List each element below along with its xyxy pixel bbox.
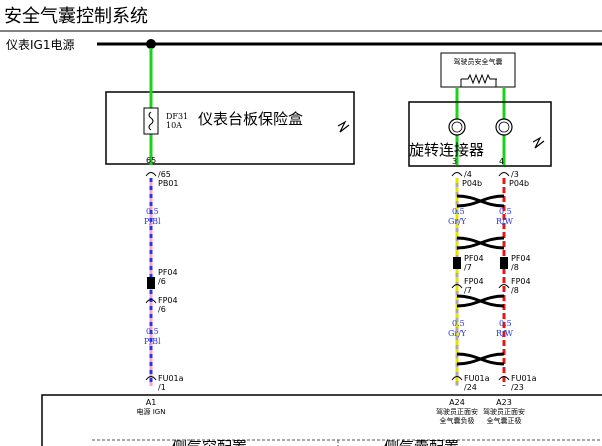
connector-arc-fuse — [145, 172, 157, 177]
wire-mid-color: Gr/Y — [448, 217, 467, 226]
wire-left-color: P/Bl — [144, 217, 161, 226]
pf04-mid-label: PF04 — [464, 254, 484, 263]
twist-mark-4 — [456, 352, 505, 366]
airbag-resistor-icon — [461, 73, 497, 85]
fu01a-right-pin: /23 — [511, 383, 524, 392]
connector-arc-fu01a-right — [498, 376, 510, 381]
fuse-box-label: 仪表台板保险盒 — [198, 110, 303, 128]
fuse-box-lightning-icon — [337, 120, 350, 133]
connector-pf04-right — [500, 257, 508, 269]
fuse-out-pin: 65 — [146, 156, 156, 165]
pf04-right-label: PF04 — [511, 254, 531, 263]
pf04-right-pin: /8 — [511, 263, 519, 272]
twist-mark-2 — [456, 236, 505, 250]
wire-mid-color-2: Gr/Y — [448, 329, 467, 338]
connector-arc-fp04-right — [498, 284, 510, 289]
wire-right-color: R/W — [496, 217, 514, 226]
fu01a-right-label: FU01a — [511, 374, 537, 383]
module-pin-a23-desc-2: 全气囊正极 — [487, 416, 522, 425]
fp04-mid-label: FP04 — [464, 277, 484, 286]
wire-right-gauge-2: 0.5 — [499, 319, 512, 328]
module-pin-a24: A24 — [449, 398, 465, 407]
wire-left-gauge-2: 0.5 — [146, 327, 159, 336]
cs-left-pin-ref: /4 — [464, 170, 472, 179]
clock-spring-coil-right — [495, 118, 513, 136]
cs-right-conn: P04b — [509, 179, 529, 188]
module-bottom-left-label: 侧气帘配置 — [172, 438, 247, 446]
fuse-symbol — [143, 107, 159, 135]
connector-arc-fu01a-left — [145, 376, 157, 381]
clock-spring-coil-right-inner — [498, 121, 510, 133]
fp04-left-pin: /6 — [158, 305, 166, 314]
driver-airbag-label: 驾驶员安全气囊 — [454, 57, 503, 66]
pf04-left-label: PF04 — [158, 268, 178, 277]
fu01a-mid-pin: /24 — [464, 383, 477, 392]
connector-pf04-left — [147, 277, 155, 289]
fuse-out-conn: /65 — [158, 170, 171, 179]
wire-left-gauge: 0.5 — [146, 207, 159, 216]
module-pin-a23-desc-1: 驾驶员正面安 — [483, 407, 525, 416]
fuse-id: DF31 — [166, 112, 188, 121]
connector-arc-fp04-left — [145, 299, 157, 304]
pf04-mid-pin: /7 — [464, 263, 472, 272]
power-junction-dot — [146, 39, 156, 49]
module-pin-a1: A1 — [146, 398, 157, 407]
wire-mid-gauge-2: 0.5 — [452, 319, 465, 328]
diagram-title: 安全气囊控制系统 — [4, 6, 148, 27]
power-label: 仪表IG1电源 — [6, 38, 74, 52]
fuse-rating: 10A — [166, 121, 182, 130]
fu01a-mid-label: FU01a — [464, 374, 490, 383]
connector-pb01: PB01 — [158, 179, 179, 188]
clock-spring-label: 旋转连接器 — [409, 141, 484, 159]
module-bottom-right-label: 侧气囊配置 — [384, 438, 459, 446]
clock-spring-pin-right: 4 — [499, 157, 504, 166]
fu01a-left-label: FU01a — [158, 374, 184, 383]
clock-spring-coil-left-inner — [451, 121, 463, 133]
pf04-left-pin: /6 — [158, 277, 166, 286]
connector-arc-cs-left — [451, 172, 463, 177]
airbag-module-outline — [41, 394, 602, 446]
clock-spring-outline — [408, 101, 552, 167]
clock-spring-lightning-icon — [532, 136, 545, 149]
twist-mark-3 — [456, 294, 505, 308]
connector-arc-fu01a-mid — [451, 376, 463, 381]
clock-spring-pin-left: 3 — [452, 157, 457, 166]
fuse-element — [148, 111, 154, 131]
module-pin-a24-desc-1: 驾驶员正面安 — [436, 407, 478, 416]
cs-left-conn: P04b — [462, 179, 482, 188]
fuse-box-outline — [105, 91, 355, 165]
fp04-right-pin: /8 — [511, 286, 519, 295]
connector-arc-fp04-mid — [451, 284, 463, 289]
clock-spring-coil-left — [448, 118, 466, 136]
fp04-mid-pin: /7 — [464, 286, 472, 295]
connector-arc-cs-right — [498, 172, 510, 177]
wire-mid-gauge: 0.5 — [452, 207, 465, 216]
wire-right-gauge: 0.5 — [499, 207, 512, 216]
fu01a-left-pin: /1 — [158, 383, 166, 392]
module-pin-a23: A23 — [496, 398, 512, 407]
cs-right-pin-ref: /3 — [511, 170, 519, 179]
module-pin-a1-desc: 电源 IGN — [137, 407, 166, 416]
twist-mark-1 — [456, 194, 505, 208]
wire-right-color-2: R/W — [496, 329, 514, 338]
module-pin-a24-desc-2: 全气囊负极 — [440, 416, 475, 425]
connector-pf04-mid — [453, 257, 461, 269]
fp04-left-label: FP04 — [158, 296, 178, 305]
wire-left-color-2: P/Bl — [144, 337, 161, 346]
fp04-right-label: FP04 — [511, 277, 531, 286]
